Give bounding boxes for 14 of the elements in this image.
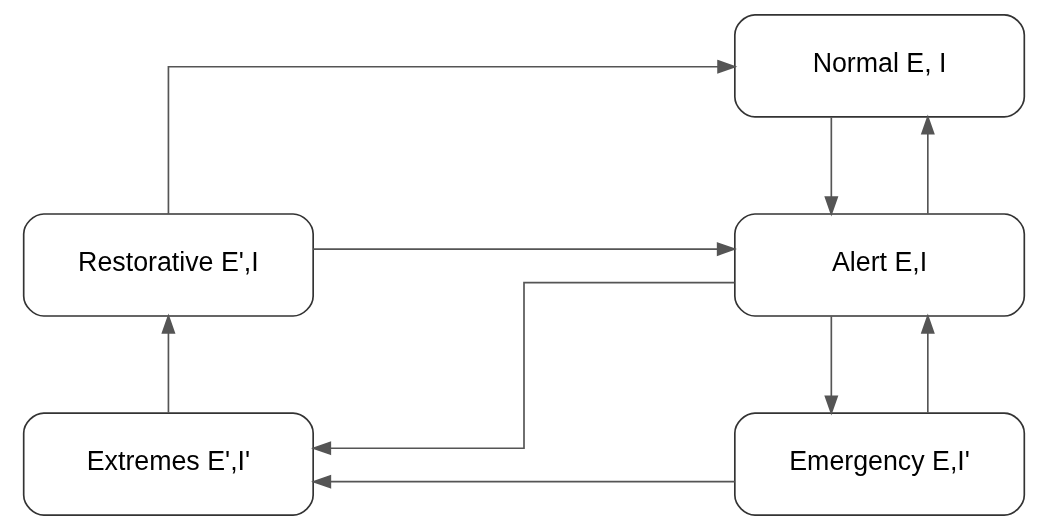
- node-box: Normal E, I: [733, 14, 1025, 118]
- node-box: Alert E,I: [733, 213, 1025, 317]
- arrow: [823, 315, 838, 416]
- node-box: Restorative E',I: [22, 213, 314, 317]
- arrow: [310, 281, 735, 456]
- arrow: [920, 114, 935, 215]
- node-box: Extremes E',I': [22, 412, 314, 516]
- arrow: [167, 59, 737, 215]
- arrow: [920, 313, 935, 414]
- arrow: [311, 242, 737, 257]
- arrow: [310, 474, 736, 489]
- arrow: [823, 116, 838, 217]
- arrow: [160, 313, 175, 414]
- node-box: Emergency E,I': [733, 412, 1025, 516]
